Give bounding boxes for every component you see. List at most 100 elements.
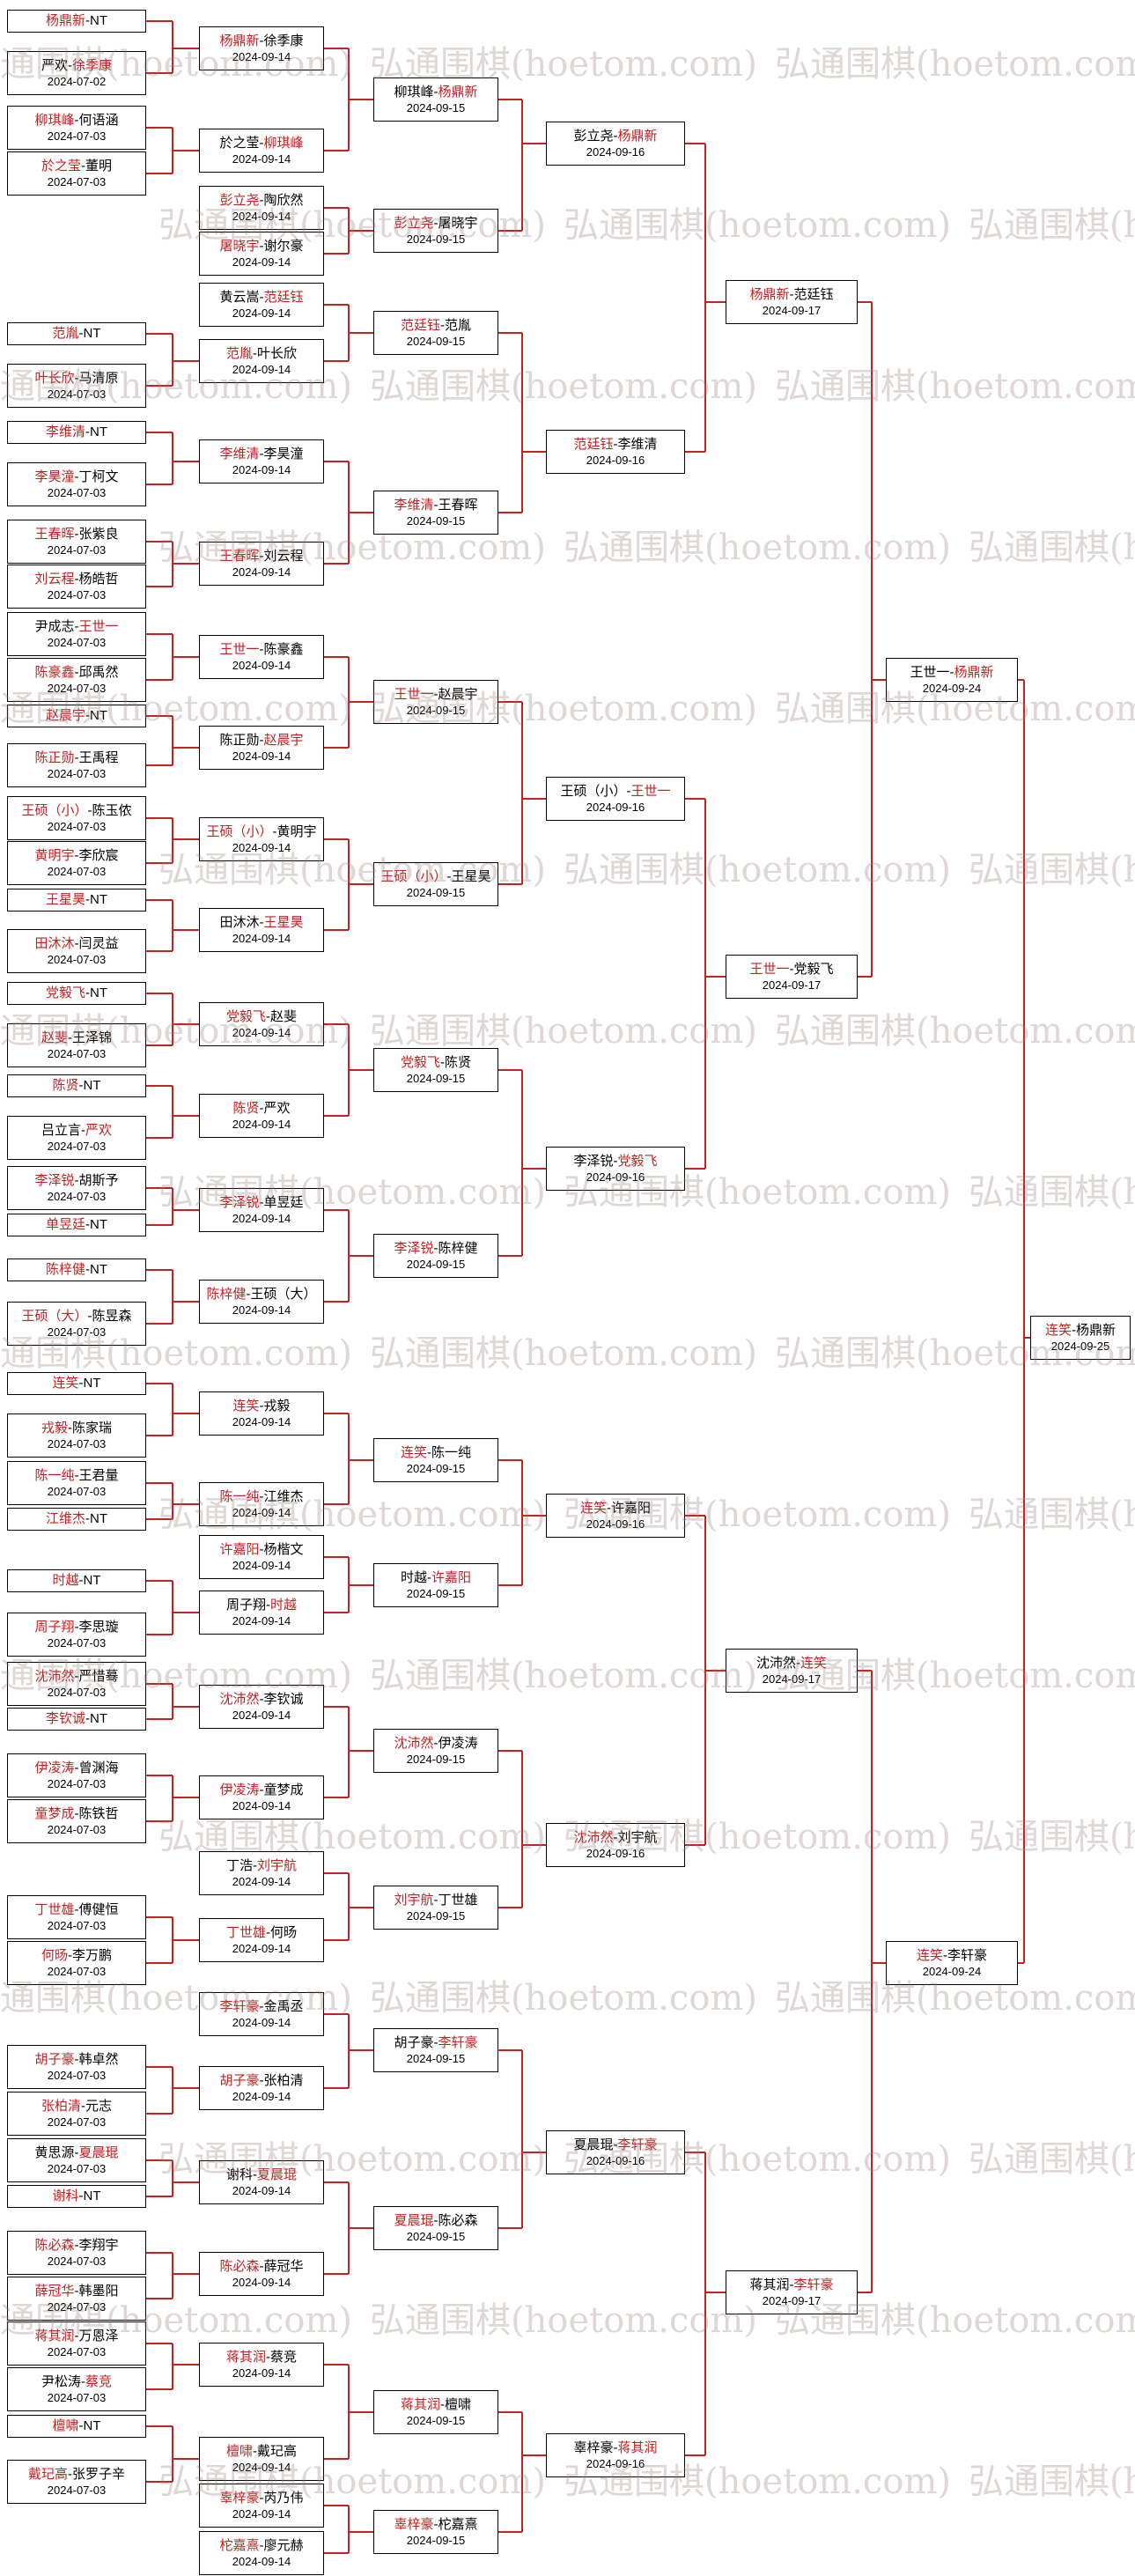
player-name: 党毅飞 (225, 1008, 266, 1024)
match-players: 周子翔-李思璇 (34, 1619, 119, 1635)
match-players: 王世一-陈豪鑫 (219, 641, 304, 657)
match-date: 2024-07-03 (47, 952, 107, 966)
player-name: 陈梓健 (206, 1286, 247, 1302)
connector-line (146, 2159, 199, 2197)
bye-label: NT (90, 12, 107, 28)
player-name: 谢科 (225, 2166, 253, 2182)
match-players: 屠晓宇-谢尔豪 (219, 238, 304, 254)
match-players: 柳琪峰-何语涵 (34, 112, 119, 128)
match-date: 2024-09-14 (232, 2275, 291, 2289)
player-name: 万恩泽 (78, 2328, 119, 2343)
connector-line (146, 1085, 199, 1139)
player-name: 李维清 (45, 424, 85, 439)
match-date: 2024-07-02 (47, 74, 107, 88)
match-players: 陈必森-薛冠华 (219, 2258, 304, 2274)
match-date: 2024-07-03 (47, 1685, 107, 1699)
player-name: 王硕（小） (380, 868, 447, 884)
player-name: 戎毅 (41, 1420, 68, 1436)
match-players: 彭立尧-杨鼎新 (573, 128, 658, 144)
player-name: 刘云程 (263, 548, 304, 564)
match-players: 丁世雄-何旸 (225, 1924, 298, 1940)
bye-label: NT (83, 1572, 101, 1588)
player-name: 严欢 (85, 1122, 113, 1138)
match-date: 2024-09-14 (232, 1414, 291, 1428)
player-name: 陈正勋 (219, 732, 260, 748)
player-name: 王禹程 (78, 749, 119, 765)
match-players: 王世一-党毅飞 (749, 961, 834, 977)
connector-line (685, 143, 726, 453)
player-name: 赵晨宇 (263, 732, 304, 748)
match-date: 2024-07-03 (47, 1635, 107, 1650)
player-name: 杨鼎新 (1076, 1322, 1117, 1338)
player-name: 韩卓然 (78, 2051, 119, 2067)
connector-line (146, 541, 199, 587)
match-date: 2024-07-03 (47, 681, 107, 695)
player-name: 伊凌涛 (219, 1782, 260, 1797)
match-date: 2024-07-03 (47, 1918, 107, 1932)
player-name: 陈家瑞 (72, 1420, 113, 1436)
match-players: 檀啸-NT (52, 2417, 101, 2433)
match-date: 2024-09-14 (232, 1505, 291, 1519)
bye-box: 时越-NT (7, 1569, 146, 1592)
match-date: 2024-09-17 (762, 2293, 822, 2307)
player-name: 陈必森 (34, 2237, 75, 2253)
bye-label: NT (83, 325, 101, 341)
match-players: 时越-许嘉阳 (400, 1569, 472, 1585)
match-players: 李昊潼-丁柯文 (34, 469, 119, 484)
match-players: 连笑-李轩豪 (916, 1947, 988, 1963)
player-name: 王世一 (394, 686, 434, 702)
connector-line (324, 1706, 373, 1798)
player-name: 柳琪峰 (394, 84, 434, 100)
player-name: 陈铁哲 (78, 1805, 119, 1821)
match-players: 江维杰-NT (45, 1510, 107, 1526)
player-name: 李泽锐 (573, 1153, 614, 1169)
player-name: 童梦成 (263, 1782, 304, 1797)
match-players: 李泽锐-陈梓健 (394, 1240, 478, 1256)
connector-line (146, 1775, 199, 1822)
player-name: 丁世雄 (34, 1901, 75, 1917)
bye-label: NT (90, 1710, 107, 1726)
match-players: 辜梓豪-柁嘉熹 (394, 2516, 478, 2532)
match-date: 2024-07-03 (47, 543, 107, 557)
match-date: 2024-09-14 (232, 151, 291, 166)
bye-box: 连笑-NT (7, 1372, 146, 1395)
match-players: 戎毅-陈家瑞 (41, 1420, 113, 1436)
player-name: 陈梓健 (45, 1261, 85, 1277)
match-players: 沈沛然-李钦诚 (219, 1691, 304, 1707)
connector-line (324, 1556, 373, 1613)
player-name: 李泽锐 (219, 1194, 260, 1210)
player-name: 蔡竞 (270, 2349, 298, 2365)
match-date: 2024-07-03 (47, 485, 107, 499)
player-name: 范胤 (225, 345, 253, 361)
connector-line (146, 1269, 199, 1325)
player-name: 范廷钰 (793, 286, 834, 302)
player-name: 范廷钰 (400, 317, 440, 333)
match-players: 陈必森-李翔宇 (34, 2237, 119, 2253)
player-name: 周子翔 (34, 1619, 75, 1635)
match-date: 2024-09-14 (232, 1025, 291, 1039)
match-date: 2024-09-14 (232, 306, 291, 320)
match-date: 2024-07-03 (47, 2115, 107, 2129)
connector-line (498, 1750, 546, 1908)
player-name: 赵斐 (270, 1008, 298, 1024)
player-name: 童梦成 (34, 1805, 75, 1821)
match-date: 2024-09-15 (406, 1908, 466, 1923)
connector-line (498, 1069, 546, 1257)
player-name: 王硕（小） (206, 823, 273, 839)
player-name: 彭立尧 (394, 215, 434, 231)
